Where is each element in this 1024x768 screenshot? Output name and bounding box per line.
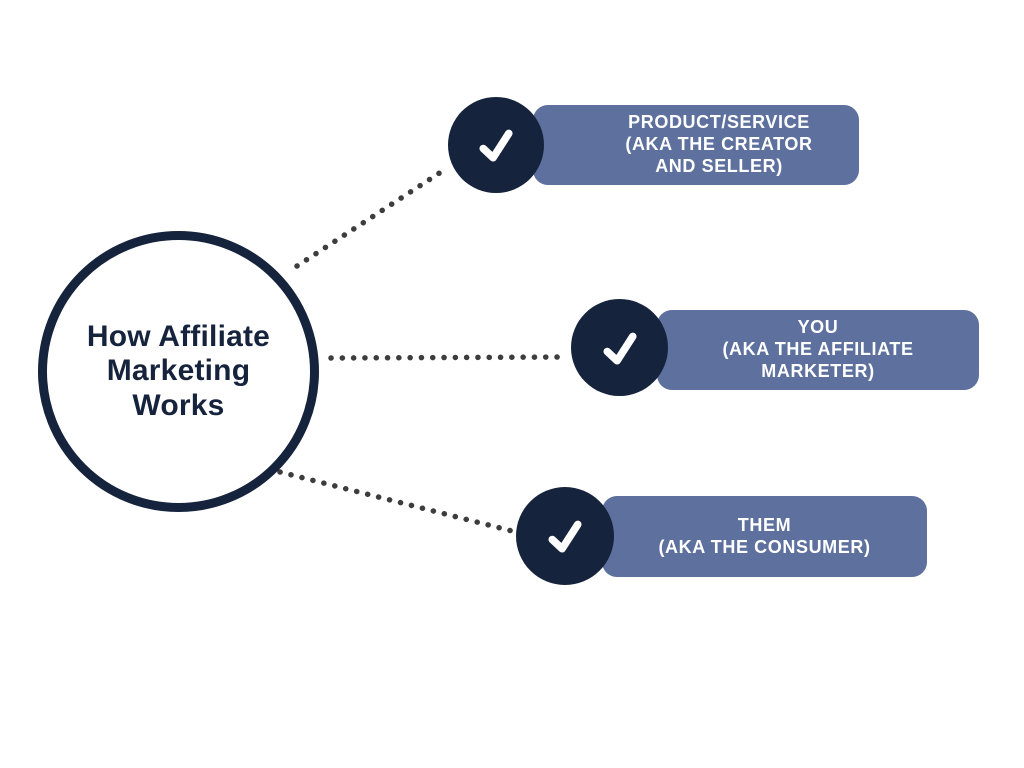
connector-line-top bbox=[294, 169, 444, 269]
hub-circle: How Affiliate Marketing Works bbox=[38, 231, 319, 512]
node-label: THEM (AKA THE CONSUMER) bbox=[658, 514, 871, 557]
diagram-title: How Affiliate Marketing Works bbox=[86, 319, 271, 422]
node-pill: YOU (AKA THE AFFILIATE MARKETER) bbox=[657, 310, 979, 390]
node-pill: PRODUCT/SERVICE (AKA THE CREATOR AND SEL… bbox=[533, 105, 859, 185]
checkmark-icon bbox=[448, 97, 544, 193]
node-label: YOU (AKA THE AFFILIATE MARKETER) bbox=[722, 317, 914, 381]
node-pill: THEM (AKA THE CONSUMER) bbox=[602, 496, 927, 577]
node-label: PRODUCT/SERVICE (AKA THE CREATOR AND SEL… bbox=[625, 112, 813, 176]
connector-line-middle bbox=[328, 354, 567, 361]
checkmark-icon bbox=[516, 487, 614, 585]
connector-line-bottom bbox=[277, 469, 519, 535]
checkmark-icon bbox=[571, 299, 668, 396]
